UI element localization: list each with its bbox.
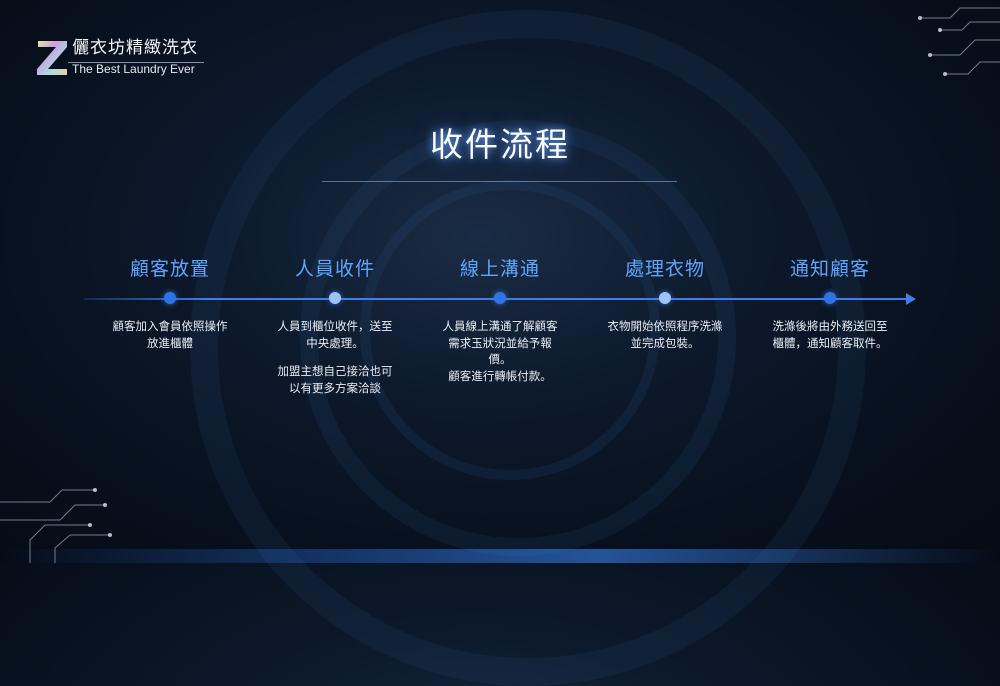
bottom-glow bbox=[0, 549, 1000, 563]
step-description-paragraph: 加盟主想自己接洽也可以有更多方案洽談 bbox=[277, 364, 393, 395]
step-description-paragraph: 洗滌後將由外務送回至櫃體，通知顧客取件。 bbox=[772, 319, 888, 350]
title-divider bbox=[322, 181, 677, 182]
circuit-decoration-bottom-left bbox=[0, 488, 112, 563]
step-title: 處理衣物 bbox=[624, 258, 705, 280]
step-description: 人員到櫃位收件，送至中央處理。 加盟主想自己接洽也可以有更多方案洽談 bbox=[265, 318, 405, 396]
step-title: 人員收件 bbox=[294, 258, 375, 280]
step-dot bbox=[164, 292, 176, 304]
step-description: 洗滌後將由外務送回至櫃體，通知顧客取件。 bbox=[760, 318, 900, 351]
step-dot bbox=[824, 292, 836, 304]
brand-tagline: The Best Laundry Ever bbox=[72, 62, 195, 76]
step-5: 通知顧客 洗滌後將由外務送回至櫃體，通知顧客取件。 bbox=[760, 256, 900, 363]
step-title: 通知顧客 bbox=[789, 258, 870, 280]
step-dot bbox=[494, 292, 506, 304]
step-description: 人員線上溝通了解顧客需求玉狀況並給予報價。 顧客進行轉帳付款。 bbox=[430, 318, 570, 384]
step-description: 衣物開始依照程序洗滌並完成包裝。 bbox=[595, 318, 735, 351]
brand-divider bbox=[68, 62, 204, 63]
step-2: 人員收件 人員到櫃位收件，送至中央處理。 加盟主想自己接洽也可以有更多方案洽談 bbox=[265, 256, 405, 408]
step-4: 處理衣物 衣物開始依照程序洗滌並完成包裝。 bbox=[595, 256, 735, 363]
step-title: 線上溝通 bbox=[459, 258, 540, 280]
step-description: 顧客加入會員依照操作放進櫃體 bbox=[100, 318, 240, 351]
step-dot bbox=[659, 292, 671, 304]
step-description-paragraph: 顧客進行轉帳付款。 bbox=[448, 368, 552, 383]
step-dot bbox=[329, 292, 341, 304]
logo-z-icon bbox=[37, 41, 67, 75]
page-title: 收件流程 bbox=[430, 125, 570, 164]
step-3: 線上溝通 人員線上溝通了解顧客需求玉狀況並給予報價。 顧客進行轉帳付款。 bbox=[430, 256, 570, 396]
background-ring-inner bbox=[360, 180, 660, 480]
step-description-paragraph: 人員到櫃位收件，送至中央處理。 bbox=[277, 319, 393, 350]
step-description-paragraph: 顧客加入會員依照操作放進櫃體 bbox=[112, 319, 228, 350]
step-description-paragraph: 衣物開始依照程序洗滌並完成包裝。 bbox=[607, 319, 723, 350]
timeline-arrow-icon bbox=[906, 293, 916, 305]
step-title: 顧客放置 bbox=[129, 258, 210, 280]
brand-logo: 儷衣坊精緻洗衣 The Best Laundry Ever bbox=[34, 38, 198, 78]
circuit-decoration-top-right bbox=[918, 7, 1000, 76]
brand-name: 儷衣坊精緻洗衣 bbox=[72, 38, 198, 58]
step-1: 顧客放置 顧客加入會員依照操作放進櫃體 bbox=[100, 256, 240, 363]
step-description-paragraph: 人員線上溝通了解顧客需求玉狀況並給予報價。 bbox=[442, 319, 558, 366]
